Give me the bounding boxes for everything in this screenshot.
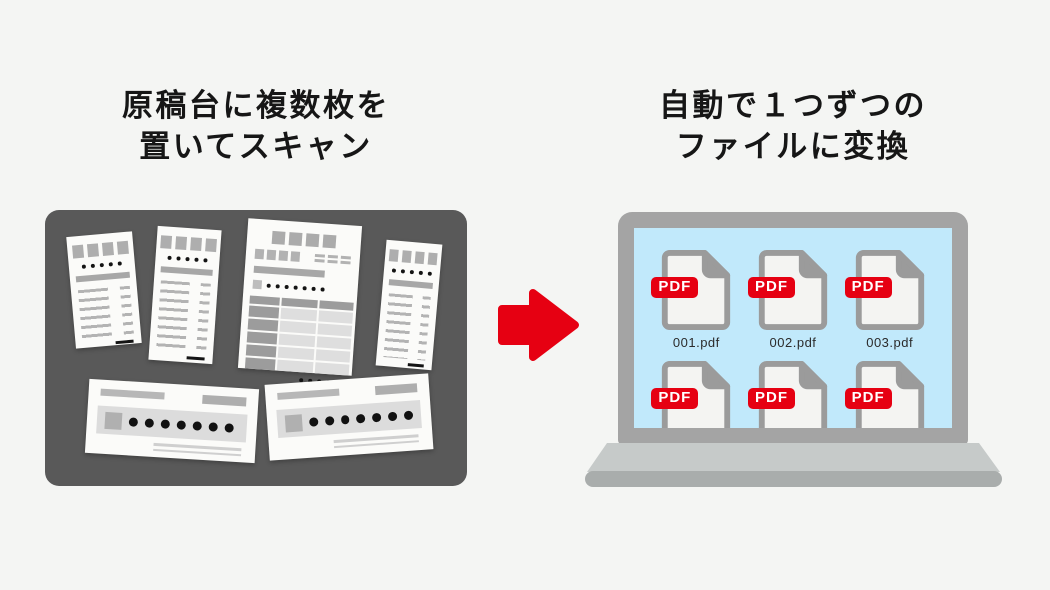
pdf-badge: PDF [844,388,892,409]
right-title-line2: ファイルに変換 [675,128,911,164]
pdf-file-1: PDF 001.pdf [651,250,731,351]
pdf-file-4: PDF [651,361,731,428]
receipt-dots-row [384,268,440,277]
document-page-icon: PDF [651,361,731,428]
laptop-bezel: PDF 001.pdf PDF 002.pdf [618,212,968,445]
laptop-base [585,443,1002,487]
pdf-badge: PDF [747,277,795,298]
invoice-table [244,295,354,376]
invoice-left-squares [254,248,301,262]
ticket-document-1 [84,378,260,464]
left-step-title: 原稿台に複数枚を 置いてスキャン [45,86,467,168]
receipt-header-squares [156,235,221,253]
document-page-icon: PDF [747,361,828,428]
receipt-header-squares [385,249,442,266]
receipt-text-lines [156,280,211,354]
invoice-right-dashes [314,253,351,265]
laptop-illustration: PDF 001.pdf PDF 002.pdf [585,212,1005,490]
right-title-line1: 自動で１つずつの [659,88,927,123]
pdf-badge: PDF [747,388,795,409]
left-title-line1: 原稿台に複数枚を [122,88,390,123]
document-page-icon: PDF [844,361,925,428]
document-page-icon: PDF [844,250,925,330]
receipt-document-2 [148,225,222,365]
file-name-label: 002.pdf [769,335,817,350]
scanner-platen [45,210,467,486]
invoice-header-squares [247,229,362,250]
receipt-dots-row [155,255,219,263]
receipt-header-squares [67,240,134,259]
ticket-footer-lines [152,442,242,457]
invoice-document [237,218,363,385]
receipt-text-lines [77,285,135,341]
pdf-file-6: PDF [844,361,925,428]
receipt-dots-row [69,260,135,270]
ticket-header-bars [100,388,247,407]
receipt-document-1 [66,231,142,349]
pdf-file-2: PDF 002.pdf [747,250,828,351]
ticket-number-band [276,400,422,438]
ticket-header-bars [277,383,418,402]
ticket-number-band [96,405,248,443]
pdf-badge: PDF [651,277,699,298]
receipt-title-bar [160,266,213,276]
invoice-dots-row [252,279,348,296]
receipt-title-bar [388,279,434,289]
pdf-badge: PDF [844,277,892,298]
pdf-badge: PDF [651,388,699,409]
file-name-label: 001.pdf [672,335,720,350]
receipt-total-line [186,356,205,361]
ticket-footer-lines [333,434,419,449]
laptop-screen: PDF 001.pdf PDF 002.pdf [634,228,952,428]
document-page-icon: PDF [651,250,731,330]
pdf-files-grid: PDF 001.pdf PDF 002.pdf [634,228,952,428]
receipt-document-3 [375,239,443,371]
file-name-label: 003.pdf [866,335,914,350]
right-step-title: 自動で１つずつの ファイルに変換 [608,86,978,168]
right-arrow-icon [498,289,579,361]
pdf-file-5: PDF [747,361,828,428]
ticket-document-2 [264,373,434,461]
invoice-subheader [254,248,351,266]
receipt-title-bar [75,271,131,283]
pdf-file-3: PDF 003.pdf [844,250,925,351]
receipt-total-line [115,339,134,345]
left-title-line2: 置いてスキャン [139,128,373,164]
receipt-text-lines [383,293,431,361]
document-page-icon: PDF [747,250,828,330]
receipt-total-line [407,363,424,368]
invoice-title-bar [253,265,325,278]
